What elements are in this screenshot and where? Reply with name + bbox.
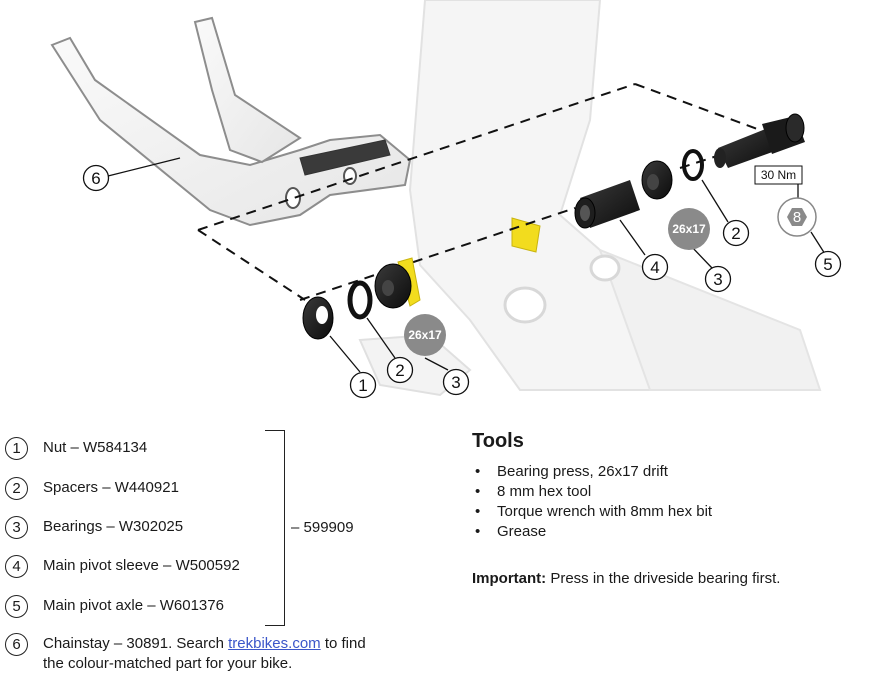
frame-illustration: [358, 0, 822, 397]
tool-item-label: Bearing press, 26x17 drift: [497, 463, 668, 480]
svg-text:4: 4: [650, 258, 659, 277]
kit-bracket: [265, 430, 285, 626]
part-row-pivot-axle: 5 Main pivot axle – W601376: [5, 595, 224, 618]
callout-4: 4: [641, 253, 669, 281]
callout-2-left: 2: [386, 356, 414, 384]
svg-text:2: 2: [731, 224, 740, 243]
part-row-pivot-sleeve: 4 Main pivot sleeve – W500592: [5, 555, 240, 578]
main-pivot-sleeve: [574, 180, 640, 229]
tool-item: • Bearing press, 26x17 drift: [472, 462, 862, 482]
callout-6: 6: [82, 164, 110, 192]
drift-badge-left: 26x17: [404, 314, 446, 356]
part-row-bearings: 3 Bearings – W302025: [5, 516, 183, 539]
important-text: Press in the driveside bearing first.: [546, 570, 781, 587]
part-label: Main pivot sleeve – W500592: [43, 557, 240, 574]
part-label: Chainstay – 30891. Search trekbikes.com …: [43, 634, 366, 674]
part-number-badge: 5: [5, 595, 28, 618]
part-number-badge: 4: [5, 555, 28, 578]
main-pivot-axle: [714, 113, 805, 168]
left-spacer: [347, 280, 373, 320]
drift-badge-right: 26x17: [668, 208, 710, 250]
left-bearing: [374, 257, 421, 309]
bullet-icon: •: [475, 463, 481, 480]
svg-text:8: 8: [793, 209, 801, 226]
right-bearing: [641, 160, 673, 200]
torque-spec: 30 Nm: [754, 165, 803, 185]
chainstay-text: Chainstay – 30891. Search: [43, 635, 229, 652]
callout-3-left: 3: [442, 368, 470, 396]
tool-item-label: Torque wrench with 8mm hex bit: [497, 503, 713, 520]
important-note: Important: Press in the driveside bearin…: [472, 570, 780, 587]
part-label: Bearings – W302025: [43, 518, 184, 535]
tool-item: • Torque wrench with 8mm hex bit: [472, 502, 862, 522]
chainstay-illustration: [50, 16, 412, 227]
part-number-badge: 6: [5, 633, 28, 656]
callout-1: 1: [349, 371, 377, 399]
part-number-badge: 2: [5, 477, 28, 500]
tool-item-label: Grease: [497, 523, 547, 540]
part-row-nut: 1 Nut – W584134: [5, 437, 147, 460]
part-label: Main pivot axle – W601376: [43, 597, 224, 614]
svg-text:6: 6: [91, 169, 100, 188]
part-row-chainstay: 6 Chainstay – 30891. Search trekbikes.co…: [5, 633, 366, 674]
kit-number: – 599909: [291, 519, 354, 536]
svg-text:3: 3: [713, 270, 722, 289]
callout-2-right: 2: [722, 219, 750, 247]
callout-5: 5: [814, 250, 842, 278]
part-number-badge: 3: [5, 516, 28, 539]
part-label: Spacers – W440921: [43, 479, 179, 496]
bullet-icon: •: [475, 483, 481, 500]
trekbikes-link[interactable]: trekbikes.com: [228, 635, 321, 652]
tools-section: Tools • Bearing press, 26x17 drift • 8 mm …: [472, 430, 862, 542]
svg-text:5: 5: [823, 255, 832, 274]
chainstay-text-line2: the colour-matched part for your bike.: [43, 655, 293, 672]
chainstay-text-after: to find: [320, 635, 366, 652]
tool-item-label: 8 mm hex tool: [497, 483, 592, 500]
svg-text:26x17: 26x17: [672, 222, 706, 236]
leader-lines: [107, 157, 826, 373]
svg-text:26x17: 26x17: [408, 328, 442, 342]
tools-heading: Tools: [472, 430, 524, 452]
exploded-pivot-diagram: 26x17 26x17 30 Nm 8 6 1 2 3 4 3 2: [50, 0, 842, 399]
svg-text:2: 2: [395, 361, 404, 380]
callout-3-right: 3: [704, 265, 732, 293]
left-nut: [302, 296, 334, 340]
tool-item: • 8 mm hex tool: [472, 482, 862, 502]
svg-text:30 Nm: 30 Nm: [761, 168, 796, 182]
svg-text:1: 1: [358, 376, 367, 395]
hex-bit-icon: 8: [777, 197, 817, 237]
part-row-spacers: 2 Spacers – W440921: [5, 477, 179, 500]
svg-text:3: 3: [451, 373, 460, 392]
tool-item: • Grease: [472, 522, 862, 542]
bullet-icon: •: [475, 523, 481, 540]
part-label: Nut – W584134: [43, 439, 148, 456]
part-number-badge: 1: [5, 437, 28, 460]
bullet-icon: •: [475, 503, 481, 520]
important-label: Important:: [472, 570, 547, 587]
right-spacer: [682, 149, 704, 181]
